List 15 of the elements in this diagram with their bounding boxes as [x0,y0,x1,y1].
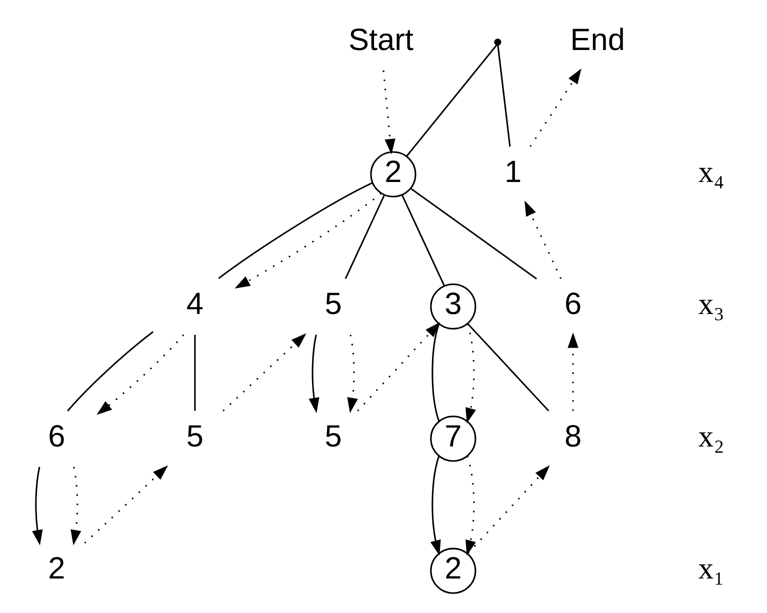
node-text: 5 [324,418,342,454]
node-text: 2 [48,550,65,586]
node-text: 8 [564,418,582,454]
node-text: 6 [564,286,582,322]
label: x₂ [698,419,724,454]
label: x₄ [698,155,724,190]
node-text: End [570,22,624,57]
label: x₃ [698,287,724,322]
node-text: 1 [504,154,522,190]
label: x₁ [698,552,724,586]
node-text: 5 [186,418,204,454]
node-text: 4 [186,286,204,322]
node-text: Start [348,22,413,57]
node-text: 5 [324,286,342,322]
node-text: 6 [48,418,65,454]
